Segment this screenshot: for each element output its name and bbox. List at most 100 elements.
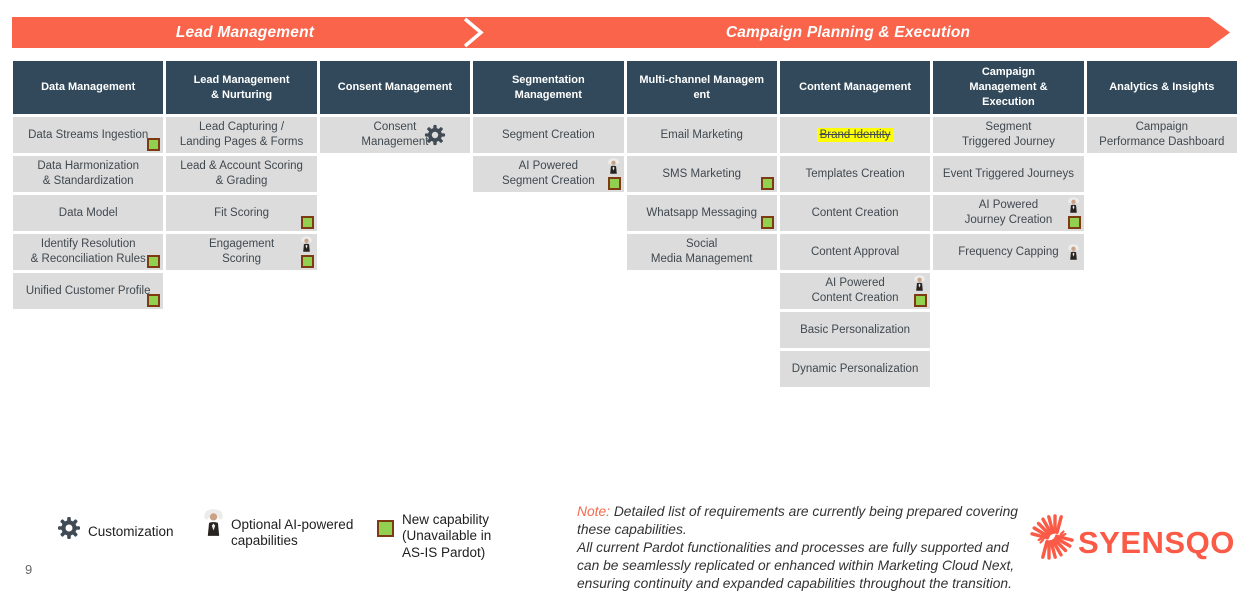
customization-gear-icon bbox=[424, 124, 446, 146]
column-header: Campaign Management & Execution bbox=[933, 61, 1084, 114]
new-capability-icon bbox=[147, 255, 161, 268]
capability-cell: AI Powered Segment Creation bbox=[473, 156, 624, 192]
new-capability-icon bbox=[1067, 216, 1081, 229]
capability-label: Consent Management bbox=[361, 121, 429, 148]
new-capability-icon bbox=[300, 216, 314, 229]
column-header: Content Management bbox=[779, 61, 931, 114]
capability-cell: Identify Resolution & Reconciliation Rul… bbox=[13, 234, 164, 270]
chevron-separator-icon bbox=[458, 17, 488, 48]
capability-label: Templates Creation bbox=[805, 167, 905, 180]
syensqo-logo: SYENSQO bbox=[1022, 507, 1237, 577]
capability-label: Fit Scoring bbox=[214, 206, 270, 219]
capability-cell: Unified Customer Profile bbox=[13, 273, 164, 309]
capability-cell: Data Harmonization & Standardization bbox=[13, 156, 164, 192]
capability-label: Event Triggered Journeys bbox=[942, 167, 1074, 180]
new-capability-icon bbox=[760, 216, 774, 229]
capability-cell: Segment Triggered Journey bbox=[933, 117, 1084, 153]
capability-cell: Content Approval bbox=[779, 234, 931, 270]
capability-cell: SMS Marketing bbox=[626, 156, 777, 192]
ai-einstein-icon bbox=[204, 509, 223, 537]
capability-label: AI Powered Content Creation bbox=[811, 277, 899, 304]
capability-cell: Segment Creation bbox=[473, 117, 624, 153]
page-number: 9 bbox=[25, 562, 33, 577]
capability-label: Identify Resolution & Reconciliation Rul… bbox=[30, 238, 146, 265]
banner-lead-management: Lead Management bbox=[175, 23, 315, 41]
column-header: Data Management bbox=[13, 61, 164, 114]
capability-cell: Lead Capturing / Landing Pages & Forms bbox=[166, 117, 317, 153]
capability-label: Email Marketing bbox=[660, 128, 743, 141]
capability-label: Social Media Management bbox=[650, 238, 753, 265]
capability-label: Content Approval bbox=[810, 245, 900, 258]
column-header: Consent Management bbox=[319, 61, 471, 114]
ai-einstein-icon bbox=[1067, 244, 1079, 260]
new-capability-icon bbox=[607, 177, 621, 190]
capability-label: Engagement Scoring bbox=[208, 238, 275, 265]
capability-label: Data Model bbox=[58, 206, 118, 219]
capability-cell: Social Media Management bbox=[626, 234, 777, 270]
capability-cell: Engagement Scoring bbox=[166, 234, 317, 270]
new-capability-icon bbox=[147, 138, 161, 151]
capability-label: Data Streams Ingestion bbox=[28, 128, 149, 141]
capability-label: Frequency Capping bbox=[958, 245, 1059, 258]
capability-label: Unified Customer Profile bbox=[25, 284, 151, 297]
capability-cell: Fit Scoring bbox=[166, 195, 317, 231]
ai-einstein-icon bbox=[1067, 197, 1079, 213]
capability-cell: Consent Management bbox=[319, 117, 471, 153]
capability-label: Content Creation bbox=[811, 206, 899, 219]
legend-new-capability-label: New capability (Unavailable in AS-IS Par… bbox=[402, 512, 492, 560]
new-capability-icon bbox=[147, 294, 161, 307]
note-body: Detailed list of requirements are curren… bbox=[577, 504, 1018, 591]
capability-label: AI Powered Segment Creation bbox=[501, 160, 595, 187]
note-text: Note: Detailed list of requirements are … bbox=[577, 503, 1029, 593]
capability-label: Segment Creation bbox=[501, 128, 595, 141]
legend-customization-label: Customization bbox=[88, 524, 174, 539]
capability-label: Campaign Performance Dashboard bbox=[1099, 121, 1225, 148]
ai-einstein-icon bbox=[300, 236, 312, 252]
capability-cell: Data Streams Ingestion bbox=[13, 117, 164, 153]
column-header: Segmentation Management bbox=[473, 61, 624, 114]
syensqo-wordmark: SYENSQO bbox=[1078, 525, 1235, 560]
capability-cell: Email Marketing bbox=[626, 117, 777, 153]
column-header: Analytics & Insights bbox=[1086, 61, 1237, 114]
ai-einstein-icon bbox=[914, 275, 926, 291]
column-header: Multi-channel Managem ent bbox=[626, 61, 777, 114]
capability-cell: AI Powered Content Creation bbox=[779, 273, 931, 309]
capability-cell: Dynamic Personalization bbox=[779, 351, 931, 387]
capability-cell: Whatsapp Messaging bbox=[626, 195, 777, 231]
capability-cell: Basic Personalization bbox=[779, 312, 931, 348]
capability-cell: Event Triggered Journeys bbox=[933, 156, 1084, 192]
legend-ai-label: Optional AI-powered capabilities bbox=[231, 517, 354, 549]
capability-cell: Frequency Capping bbox=[933, 234, 1084, 270]
capability-label: Basic Personalization bbox=[800, 323, 911, 336]
syensqo-burst-icon bbox=[1022, 507, 1082, 569]
capability-cell: Campaign Performance Dashboard bbox=[1086, 117, 1237, 153]
note-prefix: Note: bbox=[577, 504, 610, 519]
capability-label: Segment Triggered Journey bbox=[961, 121, 1055, 148]
capability-cell: Lead & Account Scoring & Grading bbox=[166, 156, 317, 192]
capability-label: Dynamic Personalization bbox=[791, 362, 919, 375]
capability-cell: Brand Identity bbox=[779, 117, 931, 153]
capability-cell: Content Creation bbox=[779, 195, 931, 231]
capability-label: Whatsapp Messaging bbox=[646, 206, 757, 219]
capability-label: AI Powered Journey Creation bbox=[964, 199, 1053, 226]
process-arrow-banner: Lead Management Campaign Planning & Exec… bbox=[12, 17, 1230, 48]
new-capability-icon bbox=[300, 255, 314, 268]
customization-gear-icon bbox=[57, 516, 81, 540]
capability-label: Brand Identity bbox=[816, 127, 894, 143]
capability-cell: Data Model bbox=[13, 195, 164, 231]
banner-campaign-planning: Campaign Planning & Execution bbox=[725, 23, 971, 41]
new-capability-icon bbox=[760, 177, 774, 190]
capability-label: SMS Marketing bbox=[662, 167, 741, 180]
new-capability-icon bbox=[914, 294, 928, 307]
ai-einstein-icon bbox=[607, 158, 619, 174]
